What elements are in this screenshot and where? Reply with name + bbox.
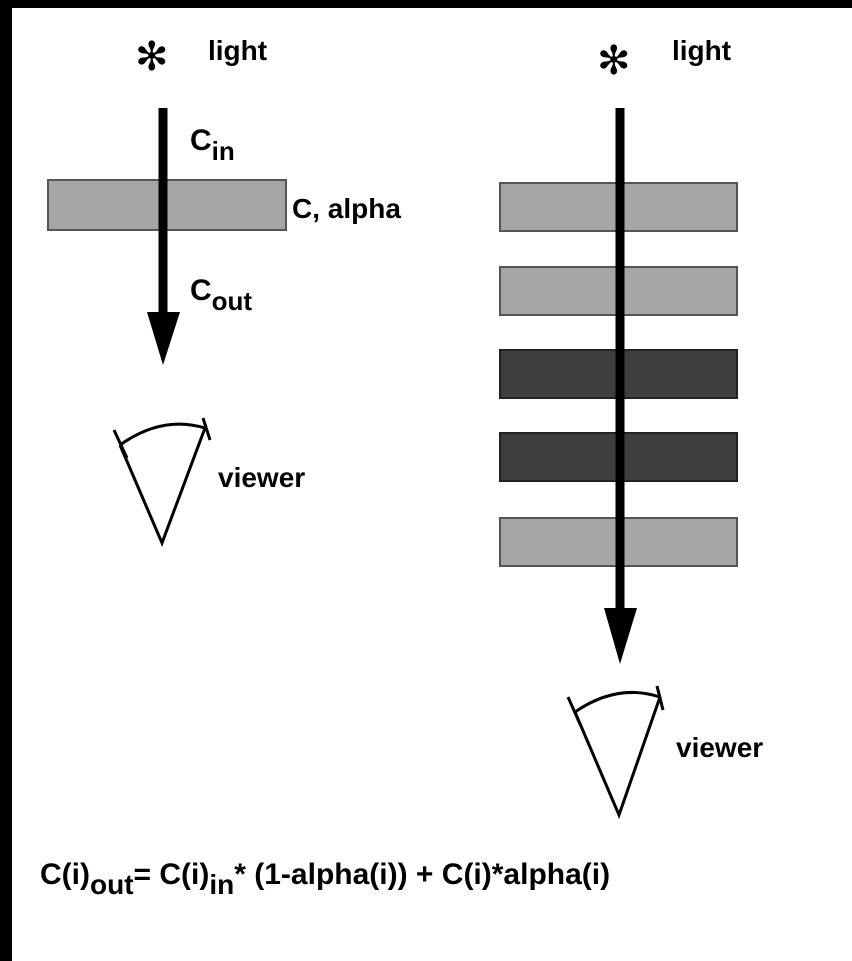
right-viewer-label: viewer	[676, 732, 763, 763]
c-out-label: Cout	[190, 274, 252, 316]
compositing-equation: C(i)out= C(i)in* (1-alpha(i)) + C(i)*alp…	[40, 858, 610, 900]
right-scene: ✻ light viewer	[499, 35, 763, 820]
right-light-label: light	[672, 35, 731, 66]
figure-background	[12, 8, 852, 961]
left-scene: ✻ light Cin C, alpha Cout viewer	[47, 35, 401, 548]
right-light-icon: ✻	[597, 39, 631, 83]
right-arrow-head	[604, 608, 637, 664]
left-arrow-head	[147, 312, 180, 365]
left-light-icon: ✻	[135, 35, 169, 79]
c-in-label: Cin	[190, 124, 235, 166]
right-viewer-eye-icon	[566, 685, 665, 820]
left-viewer-label: viewer	[218, 462, 305, 493]
layer-color-alpha-label: C, alpha	[292, 193, 401, 224]
left-light-label: light	[208, 35, 267, 66]
left-viewer-eye-icon	[112, 417, 212, 548]
